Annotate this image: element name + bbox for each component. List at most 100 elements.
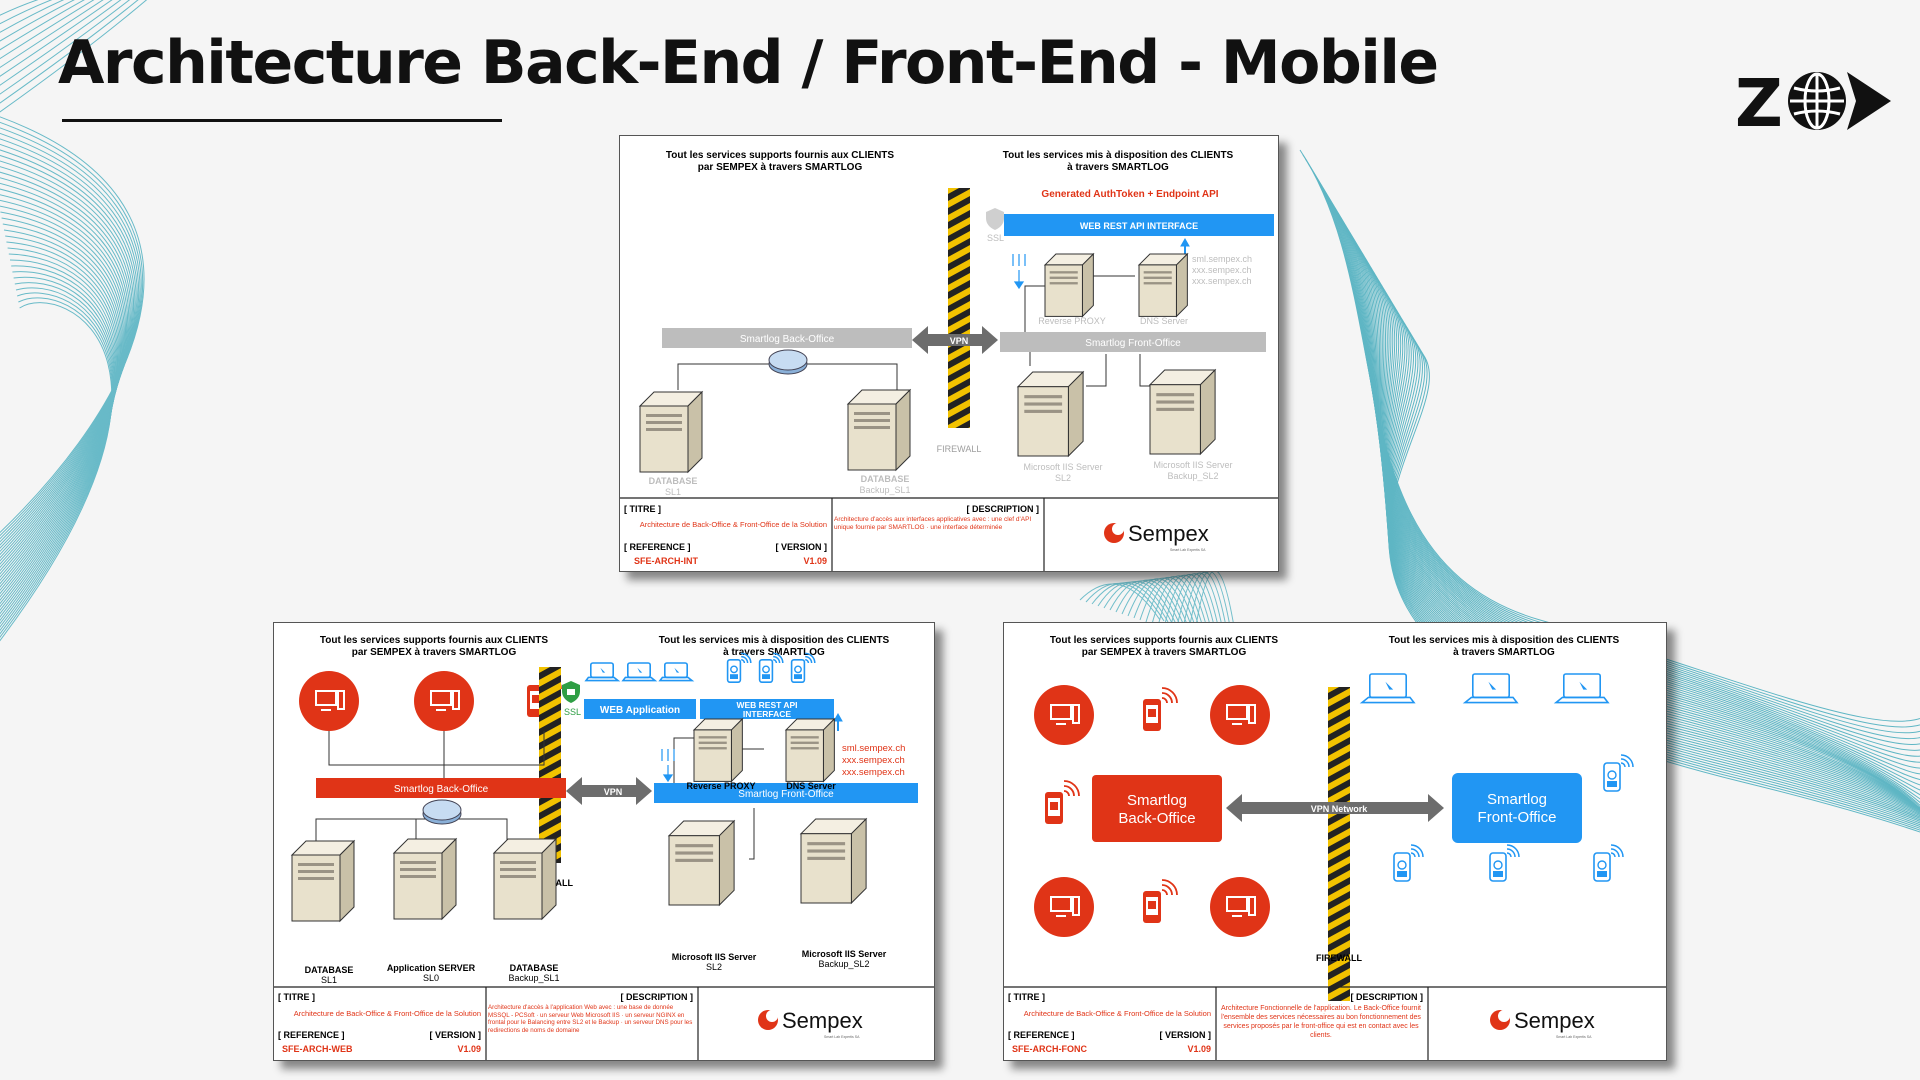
wave-line bbox=[0, 199, 126, 581]
footer-version-value: V1.09 bbox=[803, 556, 827, 566]
iis-server-sl2-label: Microsoft IIS Server bbox=[1023, 462, 1102, 472]
firewall-label: FIREWALL bbox=[937, 444, 982, 454]
footer-version-value: V1.09 bbox=[1187, 1044, 1211, 1054]
application-server-icon bbox=[392, 837, 458, 921]
footer-description-label: [ DESCRIPTION ] bbox=[620, 992, 693, 1002]
header-left-line2: par SEMPEX à travers SMARTLOG bbox=[698, 162, 863, 173]
firewall-stripe bbox=[948, 350, 970, 369]
client-desktop-icon bbox=[1034, 877, 1094, 937]
wave-line bbox=[1388, 347, 1920, 831]
backoffice-bar bbox=[316, 778, 566, 798]
wave-line bbox=[1386, 311, 1920, 818]
wave-line bbox=[0, 149, 137, 552]
firewall-stripe bbox=[948, 168, 970, 187]
download-arrows-icon bbox=[661, 749, 675, 783]
footer-description-value: Architecture Fonctionnelle de l'applicat… bbox=[1220, 1005, 1422, 1039]
router-icon bbox=[768, 349, 808, 375]
client-desktop-icon bbox=[1210, 685, 1270, 745]
firewall-stripe bbox=[1328, 947, 1350, 966]
frontoffice-box-line1: Smartlog bbox=[1487, 791, 1547, 808]
footer-description-value: Architecture d'accès à l'application Web… bbox=[488, 1004, 693, 1034]
reverse-proxy-label: Reverse PROXY bbox=[686, 781, 755, 791]
wave-line bbox=[0, 287, 114, 632]
vpn-arrow bbox=[912, 326, 998, 354]
dns-entry-1: sml.sempex.ch bbox=[1192, 254, 1252, 264]
wave-line bbox=[0, 188, 129, 575]
backoffice-bar bbox=[662, 328, 912, 348]
wave-line bbox=[0, 259, 117, 615]
firewall-stripe bbox=[1328, 891, 1350, 910]
footer-version-label: [ VERSION ] bbox=[1159, 1030, 1211, 1040]
ssl-label: SSL bbox=[564, 707, 581, 717]
database-label: DATABASE bbox=[305, 965, 354, 975]
sempex-logo: Sempex Smart Lab Expertis SA bbox=[1104, 521, 1209, 552]
footer-titre-value: Architecture de Back-Office & Front-Offi… bbox=[1024, 1009, 1211, 1018]
firewall-stripe bbox=[948, 266, 970, 285]
wave-line bbox=[0, 0, 148, 113]
iis-server-sl2-sub: SL2 bbox=[706, 962, 722, 972]
dns-entry-3: xxx.sempex.ch bbox=[842, 767, 905, 778]
database-server-icon bbox=[638, 390, 704, 474]
firewall-stripe bbox=[1328, 919, 1350, 938]
dns-server-label: DNS Server bbox=[1140, 316, 1188, 326]
header-left-line2: par SEMPEX à travers SMARTLOG bbox=[1082, 647, 1247, 658]
database-label: DATABASE bbox=[649, 476, 698, 486]
footer-frame bbox=[1004, 986, 1666, 1060]
sempex-brand: Sempex bbox=[1514, 1008, 1595, 1033]
application-server-sub: SL0 bbox=[423, 973, 439, 983]
title-underline bbox=[62, 119, 502, 122]
header-right-line2: à travers SMARTLOG bbox=[1067, 162, 1169, 173]
wave-line bbox=[0, 0, 104, 69]
wave-line bbox=[0, 276, 115, 625]
firewall-stripe bbox=[948, 196, 970, 215]
dns-entry-2: xxx.sempex.ch bbox=[1192, 265, 1252, 275]
backup-database-server-icon bbox=[492, 837, 558, 921]
sempex-tagline: Smart Lab Expertis SA bbox=[824, 1035, 860, 1039]
wave-line bbox=[0, 166, 133, 562]
backup-database-server-icon bbox=[846, 388, 912, 472]
wave-line bbox=[0, 0, 95, 60]
wave-line bbox=[1385, 302, 1920, 815]
footer-reference-label: [ REFERENCE ] bbox=[1008, 1030, 1075, 1040]
wave-line bbox=[0, 155, 136, 556]
laptop-icon bbox=[1462, 673, 1519, 704]
firewall-stripe bbox=[1328, 877, 1350, 896]
firewall-stripe bbox=[539, 815, 561, 834]
firewall-stripe bbox=[948, 294, 970, 313]
header-left-line1: Tout les services supports fournis aux C… bbox=[666, 150, 895, 161]
api-bar-line2: INTERFACE bbox=[743, 709, 792, 719]
wave-line bbox=[0, 171, 132, 565]
wave-line bbox=[1386, 320, 1920, 821]
wave-line bbox=[0, 0, 53, 25]
vpn-network-label: VPN Network bbox=[1311, 804, 1369, 814]
backup-database-label: DATABASE bbox=[510, 963, 559, 973]
wave-line bbox=[1385, 307, 1920, 817]
firewall-stripe bbox=[1328, 961, 1350, 980]
wave-line bbox=[1127, 578, 1193, 629]
dns-entry-1: sml.sempex.ch bbox=[842, 743, 905, 754]
header-left-line1: Tout les services supports fournis aux C… bbox=[1050, 635, 1279, 646]
wave-line bbox=[1387, 338, 1920, 828]
footer-reference-value: SFE-ARCH-INT bbox=[634, 556, 698, 566]
footer-version-label: [ VERSION ] bbox=[775, 542, 827, 552]
sempex-tagline: Smart Lab Expertis SA bbox=[1556, 1035, 1592, 1039]
backoffice-bar-label: Smartlog Back-Office bbox=[394, 784, 489, 795]
iis-server-backup-sub: Backup_SL2 bbox=[818, 959, 869, 969]
wave-line bbox=[0, 229, 122, 598]
firewall-stripe bbox=[1328, 779, 1350, 798]
zeo-logo: Z bbox=[1735, 65, 1891, 138]
firewall-stripe bbox=[1328, 989, 1350, 1001]
wave-line bbox=[1163, 574, 1217, 635]
firewall-stripe bbox=[1328, 933, 1350, 952]
wave-line bbox=[0, 133, 141, 543]
firewall-stripe bbox=[539, 667, 561, 680]
iis-server-sl2-label: Microsoft IIS Server bbox=[672, 952, 757, 962]
wave-line bbox=[0, 0, 65, 33]
wave-line bbox=[1169, 573, 1221, 636]
client-mobile-icon bbox=[1045, 780, 1080, 824]
download-arrows-icon bbox=[1012, 254, 1026, 290]
firewall-stripe bbox=[948, 224, 970, 243]
firewall-stripe bbox=[948, 252, 970, 271]
wave-line bbox=[0, 302, 113, 642]
firewall-stripe bbox=[539, 801, 561, 820]
